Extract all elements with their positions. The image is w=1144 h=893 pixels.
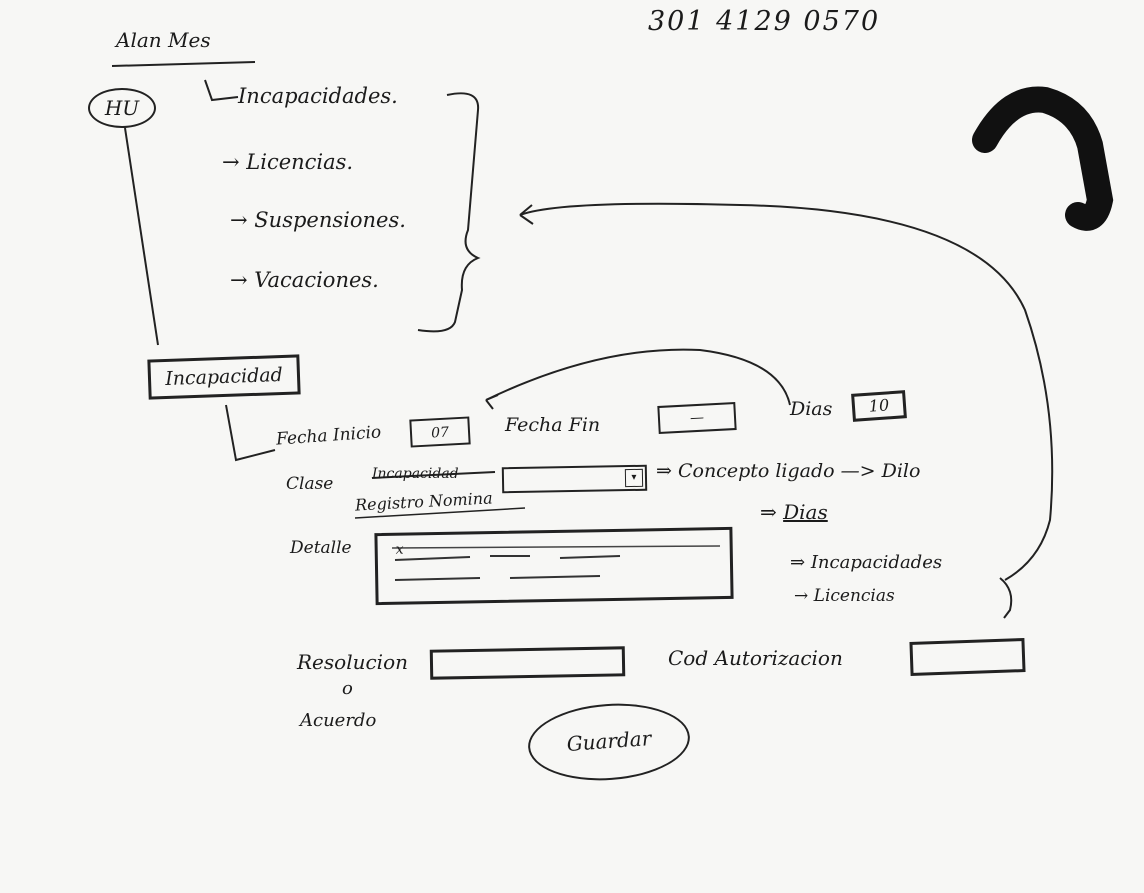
- cod-autorizacion-label: Cod Autorizacion: [668, 646, 843, 670]
- licencias-note-text: Licencias: [814, 586, 895, 606]
- fecha-fin-input[interactable]: —: [657, 402, 736, 434]
- fecha-fin-label: Fecha Fin: [505, 414, 600, 436]
- fecha-inicio-value: 07: [431, 425, 450, 442]
- arrow-icon: →: [230, 208, 254, 232]
- licencias-note: → Licencias: [794, 586, 895, 606]
- menu-item-incapacidades[interactable]: Incapacidades.: [238, 84, 398, 108]
- detalle-row-mark: x: [396, 542, 404, 558]
- arrow-icon: →: [230, 268, 254, 292]
- menu-item-licencias[interactable]: → Licencias.: [222, 150, 353, 174]
- menu-item-suspensiones[interactable]: → Suspensiones.: [230, 208, 406, 232]
- clase-struck-text: Incapacidad: [372, 466, 459, 482]
- arrow-icon: →: [222, 150, 246, 174]
- menu-item-vacaciones-label: Vacaciones.: [254, 268, 379, 292]
- cod-autorizacion-input[interactable]: [909, 638, 1025, 676]
- detalle-label: Detalle: [290, 538, 352, 558]
- header-label: Alan Mes: [116, 28, 211, 52]
- dias-note-text: Dias: [783, 500, 828, 524]
- resolucion-input[interactable]: [430, 646, 625, 679]
- arrow-icon: →: [794, 586, 814, 606]
- hu-badge-label: HU: [105, 96, 139, 120]
- detalle-textarea[interactable]: x: [374, 527, 733, 605]
- o-label: o: [342, 678, 353, 699]
- phone-number: 301 4129 0570: [648, 6, 880, 37]
- incapacidad-button-label: Incapacidad: [165, 364, 283, 390]
- guardar-button-label: Guardar: [566, 726, 652, 756]
- dias-label: Dias: [790, 398, 832, 420]
- clase-select[interactable]: ▾: [502, 465, 647, 494]
- double-arrow-icon: ⇒: [760, 500, 783, 524]
- dias-input[interactable]: 10: [851, 390, 907, 422]
- clase-label: Clase: [286, 474, 333, 494]
- dias-note: ⇒ Dias: [760, 500, 828, 524]
- incapacidades-note: ⇒ Incapacidades: [790, 552, 942, 573]
- hu-badge[interactable]: HU: [88, 88, 156, 128]
- double-arrow-icon: ⇒: [790, 552, 811, 573]
- double-arrow-icon: ⇒: [656, 460, 678, 482]
- incapacidades-note-text: Incapacidades: [811, 552, 942, 573]
- resolucion-label: Resolucion: [297, 650, 408, 674]
- arrow-dilo: —> Dilo: [841, 460, 921, 482]
- dias-value: 10: [868, 395, 890, 415]
- fecha-inicio-input[interactable]: 07: [409, 416, 470, 447]
- menu-item-vacaciones[interactable]: → Vacaciones.: [230, 268, 379, 292]
- concepto-ligado-note: ⇒ Concepto ligado —> Dilo: [656, 460, 920, 482]
- acuerdo-label: Acuerdo: [300, 710, 376, 731]
- menu-item-licencias-label: Licencias.: [246, 150, 353, 174]
- menu-item-suspensiones-label: Suspensiones.: [254, 208, 406, 232]
- fecha-fin-value: —: [690, 410, 705, 427]
- incapacidad-button[interactable]: Incapacidad: [147, 354, 300, 399]
- concepto-ligado-text: Concepto ligado: [678, 460, 835, 482]
- chevron-down-icon[interactable]: ▾: [625, 469, 643, 487]
